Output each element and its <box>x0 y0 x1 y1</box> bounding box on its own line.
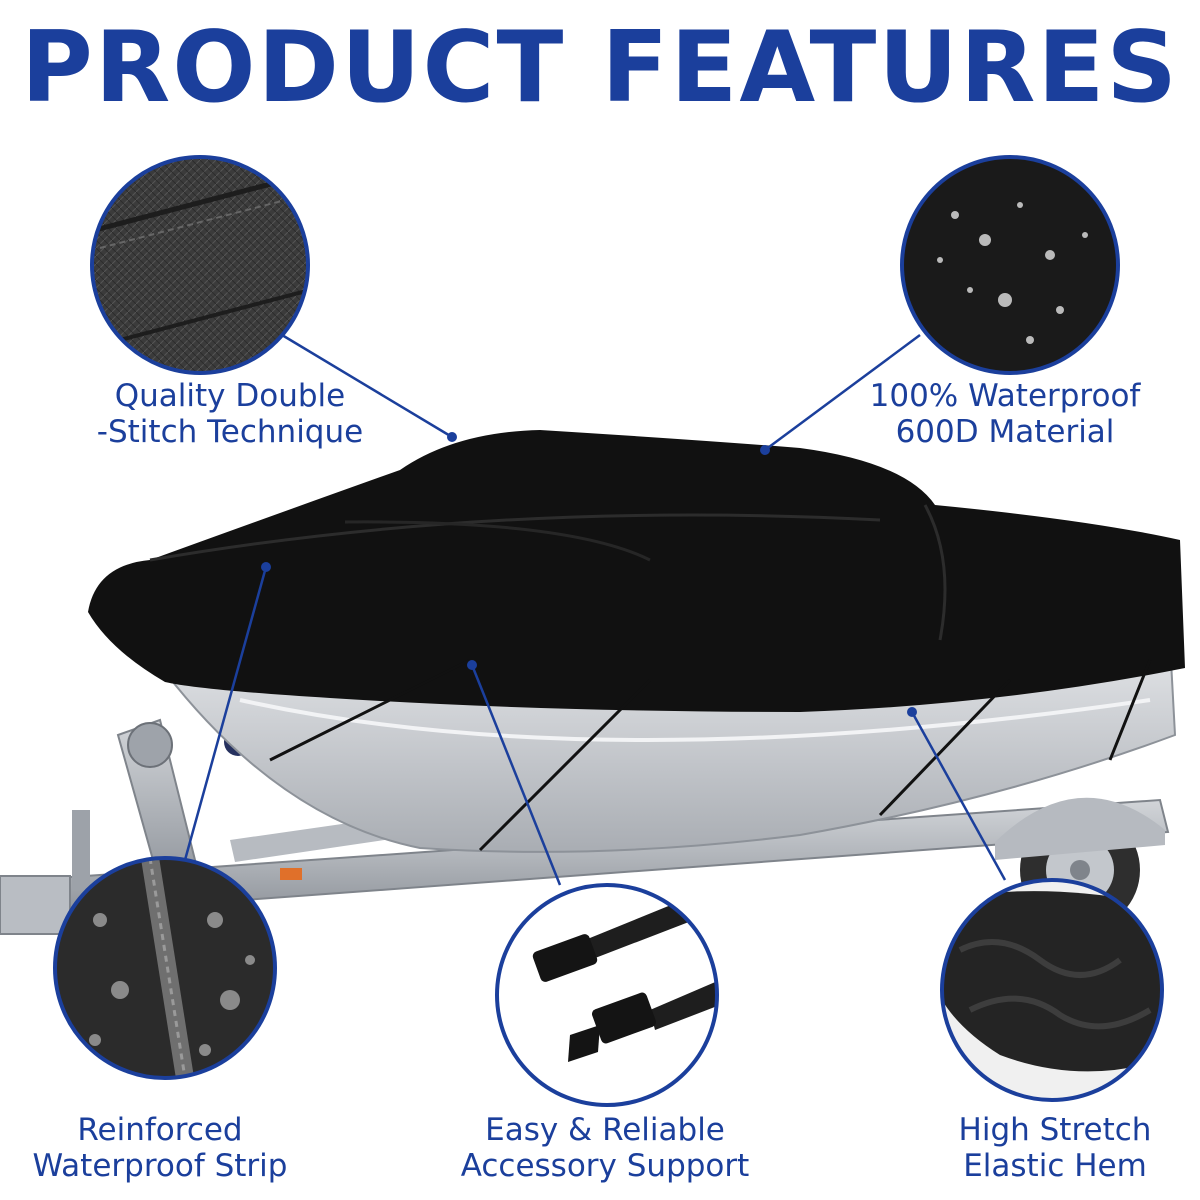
waterproof-fabric-circle <box>900 155 1120 375</box>
reinforced-strip-circle <box>53 856 277 1080</box>
elastic-hem-circle <box>940 878 1164 1102</box>
feature-label-accessory-support: Easy & Reliable Accessory Support <box>460 1112 750 1184</box>
feature-label-elastic-hem: High Stretch Elastic Hem <box>958 1112 1152 1184</box>
callout-lines <box>183 333 1007 886</box>
buckle-strap-circle <box>495 883 719 1107</box>
feature-label-double-stitch: Quality Double -Stitch Technique <box>96 378 364 450</box>
boat-cover <box>88 430 1185 712</box>
page-title: PRODUCT FEATURES <box>21 11 1179 125</box>
feature-label-waterproof-material: 100% Waterproof 600D Material <box>869 378 1141 450</box>
stitch-detail-circle <box>90 155 310 375</box>
feature-label-reinforced-strip: Reinforced Waterproof Strip <box>32 1112 288 1184</box>
